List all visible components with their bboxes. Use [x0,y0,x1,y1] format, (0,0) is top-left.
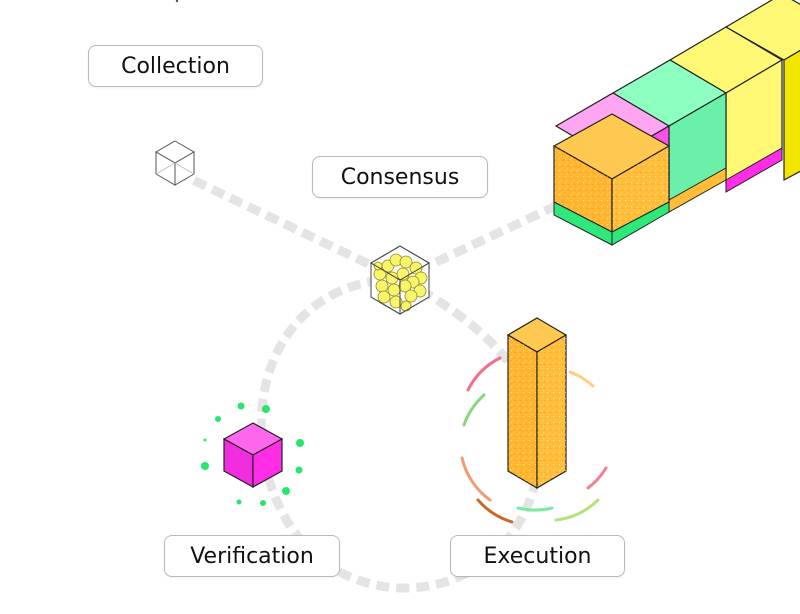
wireframe-cube-icon [155,140,195,186]
collection-label: Collection [88,45,263,87]
ring-seg-8 [516,506,554,512]
verification-dots [201,402,304,506]
block-chain-icon [552,0,800,246]
consensus-label: Consensus [312,156,488,198]
orange-tower-icon [506,317,568,490]
magenta-cube-icon [222,422,284,489]
ring-seg-4 [460,456,492,502]
ring-seg-3 [462,393,486,427]
verification-label: Verification [164,535,340,577]
execution-label: Execution [450,535,625,577]
path-collection-to-consensus [174,167,402,284]
dashed-paths [174,167,564,593]
chain-block-1 [552,113,671,246]
ring-seg-7 [586,466,608,490]
ring-seg-1 [466,356,502,392]
stray-dot [175,0,179,3]
ring-seg-6 [476,498,514,524]
chain-block-5 [724,0,800,182]
ring-seg-2 [568,370,595,388]
ring-seg-5 [554,498,600,522]
execution-ring [460,356,608,524]
bubble-filled-cube-icon [370,245,430,315]
